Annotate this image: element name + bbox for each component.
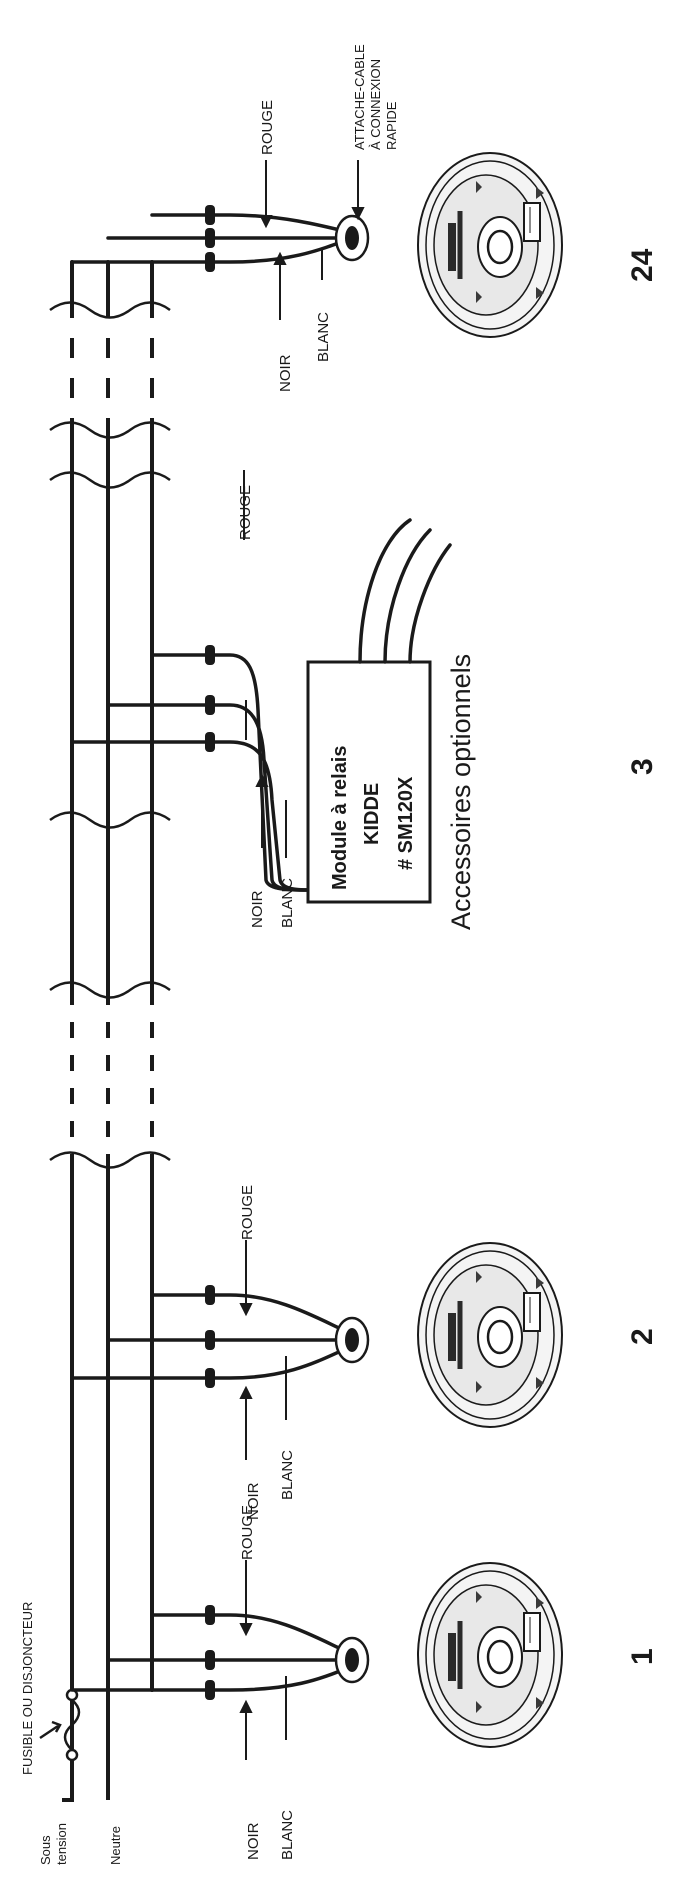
cable-gap-marks [68, 318, 156, 1154]
smoke-detector-2-icon [418, 1243, 562, 1427]
branch-24-white-label: BLANC [315, 312, 332, 362]
branch-2-black-label: NOIR [245, 1482, 262, 1520]
branch-1-nuts [205, 1605, 215, 1700]
branch-1-white-label: BLANC [279, 1810, 296, 1860]
branch-3-red-label: ROUGE [237, 485, 254, 540]
accessories-label: Accessoires optionnels [446, 654, 476, 930]
clip-label-line1: ATTACHE-CABLE [352, 44, 367, 150]
branch-2-wires [70, 1293, 354, 1380]
callout-arrows [239, 160, 365, 1760]
smoke-detector-24-icon [418, 153, 562, 337]
branch-3-wires [70, 653, 310, 892]
fuse-label: FUSIBLE OU DISJONCTEUR [20, 1602, 35, 1775]
relay-module-line2: KIDDE [361, 783, 383, 845]
branch-3-black-label: NOIR [249, 890, 266, 928]
branch-24-wires [70, 213, 354, 264]
connector-1-icon [334, 1636, 370, 1684]
accessory-leads [358, 518, 452, 664]
branch-3-white-label: BLANC [279, 878, 296, 928]
branch-24-red-label: ROUGE [259, 100, 276, 155]
smoke-detector-1-icon [418, 1563, 562, 1747]
branch-24-nuts [205, 205, 215, 272]
branch-2-nuts [205, 1285, 215, 1388]
branch-1-wires [70, 1613, 354, 1692]
neutral-label: Neutre [108, 1826, 123, 1865]
unit-2-number: 2 [626, 1328, 659, 1345]
relay-module-box [306, 660, 432, 904]
branch-1-red-label: ROUGE [239, 1505, 256, 1560]
unit-3-number: 3 [626, 758, 659, 775]
break-squiggles [49, 301, 171, 1169]
branch-24-black-label: NOIR [277, 354, 294, 392]
branch-2-red-label: ROUGE [239, 1185, 256, 1240]
unit-24-number: 24 [626, 248, 659, 282]
feed-leads [62, 1775, 110, 1802]
sous-label: Sous [38, 1835, 53, 1865]
relay-module-line1: Module à relais [329, 746, 351, 891]
branch-1-black-label: NOIR [245, 1822, 262, 1860]
connector-24-icon [334, 214, 370, 262]
tension-label: tension [54, 1823, 69, 1865]
branch-3-nuts [205, 645, 215, 752]
relay-module-line3: # SM120X [395, 776, 417, 870]
branch-2-white-label: BLANC [279, 1450, 296, 1500]
unit-1-number: 1 [626, 1648, 659, 1665]
clip-label-line2: À CONNEXION [368, 59, 383, 150]
clip-label-line3: RAPIDE [384, 101, 399, 150]
connector-2-icon [334, 1316, 370, 1364]
